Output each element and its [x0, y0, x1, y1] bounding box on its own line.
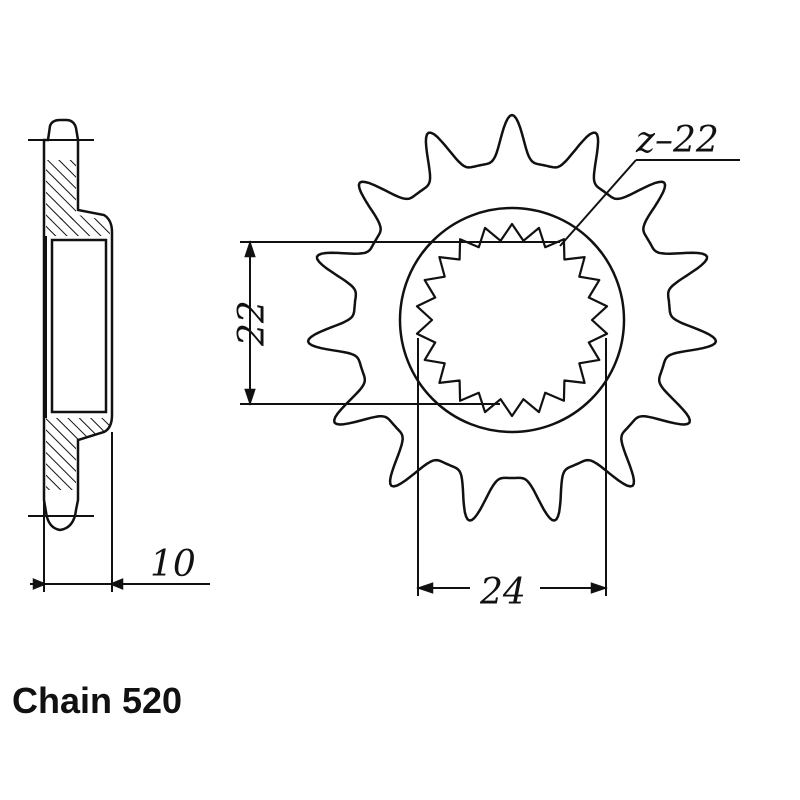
bore-dimension-label: 24: [479, 572, 526, 613]
sprocket-teeth-outline: [306, 113, 718, 522]
width-arrow-right: [108, 578, 124, 590]
hatched-hub-bottom: [46, 440, 76, 490]
hatched-hub-upper: [46, 215, 110, 236]
side-section-view: [28, 118, 210, 592]
chain-caption: Chain 520: [12, 680, 183, 721]
bore-section: [50, 238, 108, 414]
teeth-leader-line: [559, 159, 637, 247]
height-dimension-label: 22: [232, 300, 273, 347]
width-arrow-left: [32, 578, 48, 590]
bore-arrow-right: [590, 582, 608, 594]
teeth-count-label: z–22: [635, 120, 719, 161]
width-dimension-label: 10: [150, 544, 196, 585]
spline-bore-outline: [415, 222, 609, 418]
hub-circle: [398, 206, 626, 434]
hatched-hub-top: [46, 160, 76, 220]
front-view: [240, 113, 740, 596]
side-profile-outline: [42, 118, 114, 532]
bore-arrow-left: [416, 582, 434, 594]
height-arrow-bottom: [244, 388, 256, 406]
height-arrow-top: [244, 240, 256, 258]
hatched-hub-lower: [46, 418, 110, 440]
